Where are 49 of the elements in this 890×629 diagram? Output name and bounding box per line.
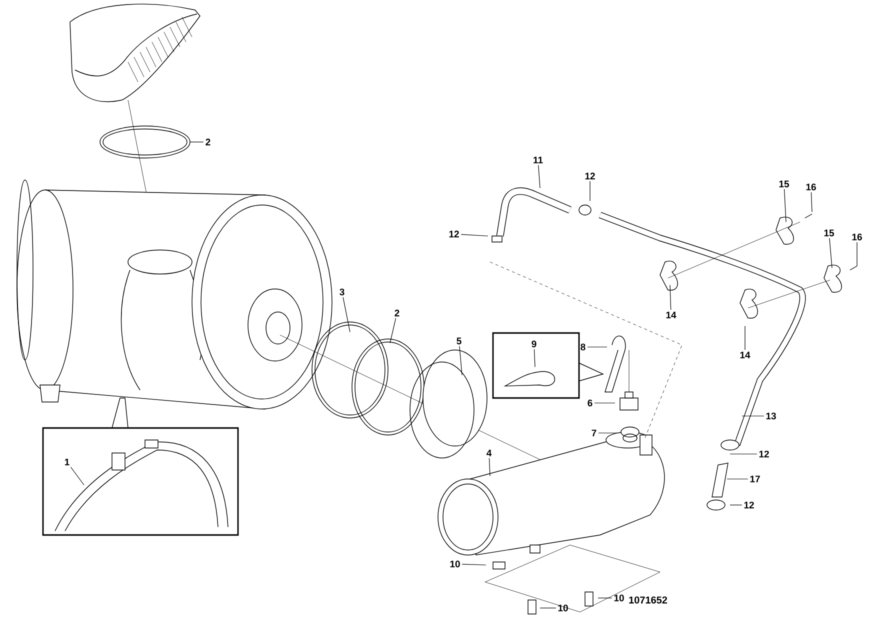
leader-line xyxy=(587,346,608,348)
leader-line xyxy=(462,564,486,566)
callout-number: 17 xyxy=(750,476,760,482)
callout-number: 16 xyxy=(806,184,816,190)
leader-line xyxy=(670,284,672,310)
leader-line xyxy=(390,318,396,344)
leader-line xyxy=(744,326,746,350)
callout-number: 2 xyxy=(394,310,400,316)
leader-line xyxy=(538,164,540,188)
callout-number: 2 xyxy=(206,138,210,146)
callout-number: 10 xyxy=(614,594,624,602)
leader-line xyxy=(598,432,618,434)
drawing-number: 1071652 xyxy=(629,596,668,604)
callout-number: 13 xyxy=(766,412,776,420)
leader-line xyxy=(829,238,832,268)
callout-number: 6 xyxy=(588,400,592,406)
detail-inset xyxy=(42,427,239,536)
callout-number: 14 xyxy=(740,352,750,358)
callout-number: 3 xyxy=(340,288,344,296)
callout-number: 14 xyxy=(666,312,676,318)
leader-line xyxy=(784,188,786,222)
callout-number: 12 xyxy=(744,502,754,508)
callout-number: 10 xyxy=(450,560,460,568)
callout-number: 10 xyxy=(558,604,568,612)
leader-line xyxy=(810,192,812,212)
callout-number: 4 xyxy=(486,450,492,456)
callout-number: 5 xyxy=(456,338,462,344)
callout-number: 12 xyxy=(759,450,769,458)
callout-number: 9 xyxy=(532,340,536,348)
leader-line xyxy=(534,348,536,368)
leader-line xyxy=(856,242,858,266)
callout-number: 15 xyxy=(779,180,790,188)
callout-number: 1 xyxy=(64,458,70,466)
leader-line xyxy=(342,296,350,332)
leader-line xyxy=(594,402,616,404)
leader-line xyxy=(730,504,742,506)
callout-number: 12 xyxy=(449,230,459,238)
callout-number: 12 xyxy=(585,172,595,180)
leader-line xyxy=(70,466,84,486)
callout-number: 15 xyxy=(824,230,834,236)
callout-number: 8 xyxy=(580,344,586,350)
leader-line xyxy=(459,346,462,376)
leader-line xyxy=(460,234,488,236)
callout-number: 11 xyxy=(534,156,543,164)
leader-line xyxy=(726,478,748,480)
detail-inset xyxy=(492,332,580,399)
leader-line xyxy=(488,458,490,476)
callout-number: 16 xyxy=(852,234,862,240)
callout-number: 7 xyxy=(592,430,596,436)
